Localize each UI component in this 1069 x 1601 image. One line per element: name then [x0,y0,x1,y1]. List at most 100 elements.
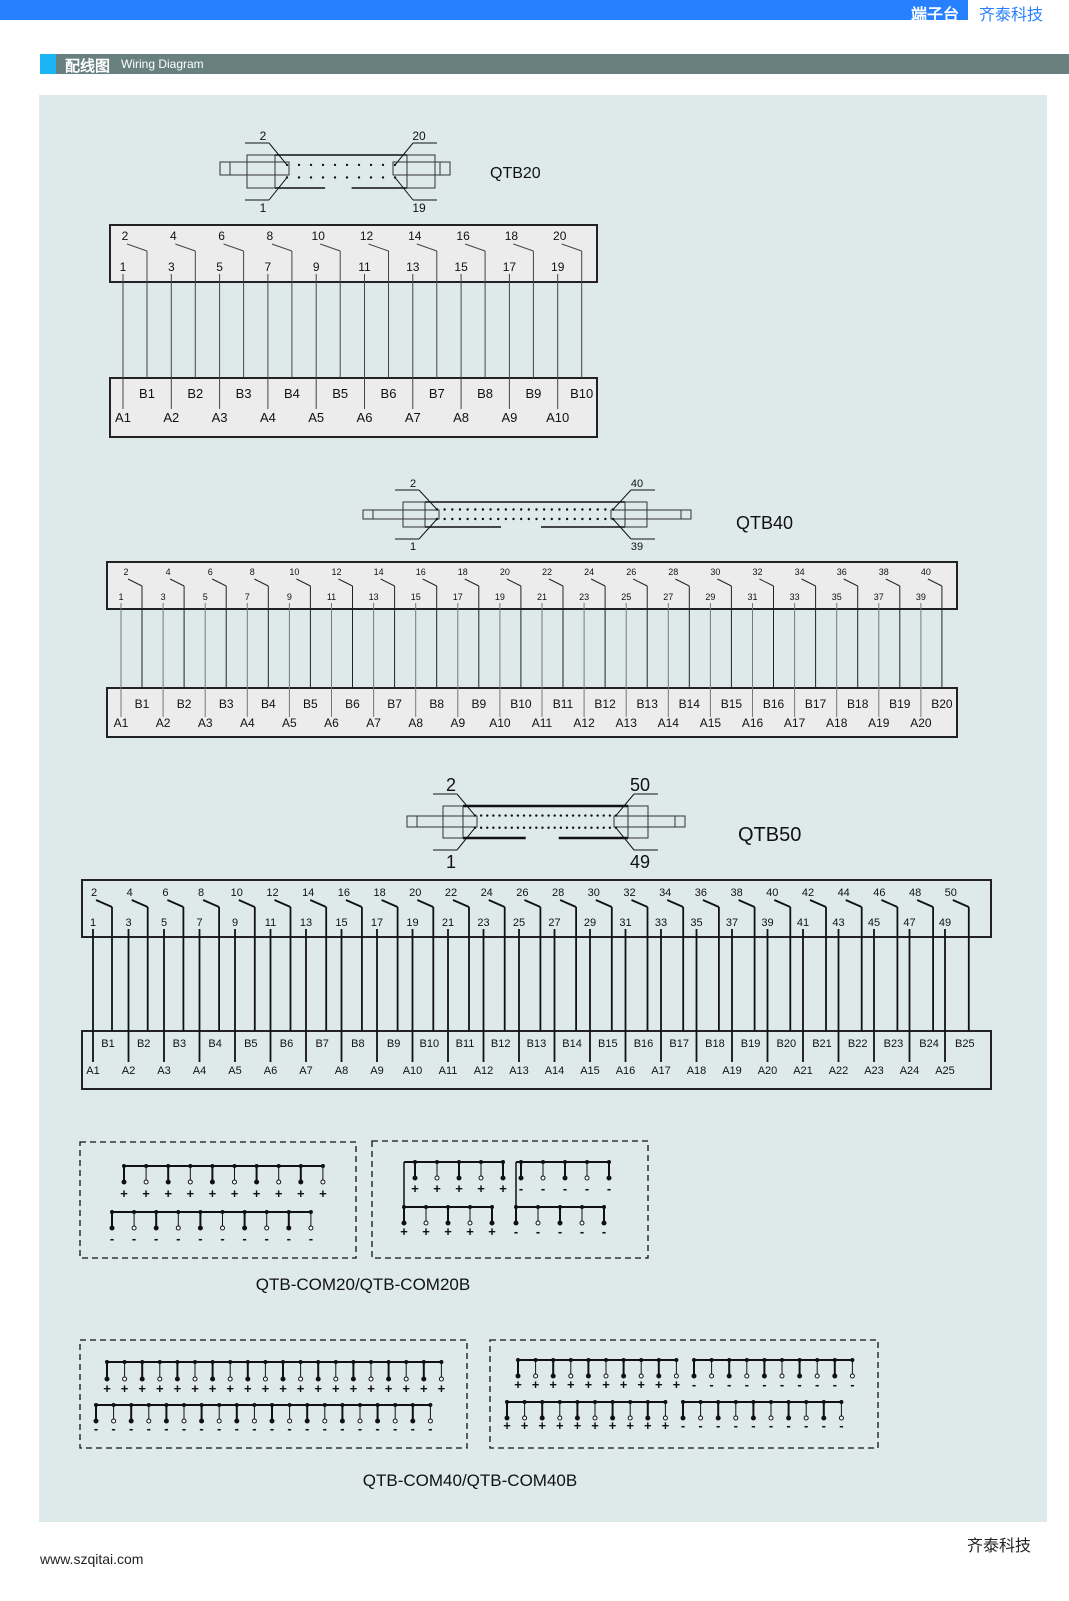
pin-dot [571,814,575,817]
header-box [81,879,992,938]
pin-label-last-odd: 19 [412,201,426,215]
pin-number-even: 26 [626,567,636,577]
pin-dot [558,517,561,521]
plus-sign: + [350,1381,358,1396]
com40-caption: QTB-COM40/QTB-COM40B [363,1471,577,1490]
pin-dot [559,826,563,829]
plus-sign: + [332,1381,340,1396]
pin-number-even: 42 [802,887,814,899]
pin-number-odd: 39 [761,917,773,929]
terminal-point [111,1418,117,1424]
minus-sign: - [709,1377,713,1392]
terminal-label-a: A13 [509,1065,529,1077]
terminal-label-b: B11 [553,697,574,711]
pin-dot [550,517,553,521]
terminal-label-b: B8 [351,1038,364,1050]
pin-dot [466,508,469,511]
connector-right-latch [627,805,649,839]
pin-number-even: 16 [456,229,470,243]
terminal-label-b: B18 [847,697,869,711]
terminal-label-b: B6 [381,386,397,401]
pin-dot [479,814,483,817]
terminal-label-a: A11 [532,716,553,730]
pin-dot [527,517,531,521]
plus-sign: + [514,1377,522,1392]
pin-dot [497,508,500,511]
com20b-split: +++++-----+++++----- [400,1160,612,1239]
terminal-box [109,377,598,438]
pin-number-even: 6 [208,567,213,577]
terminal-point [500,1175,506,1181]
terminal-point [269,1418,275,1424]
plus-sign: + [574,1418,582,1433]
terminal-point [109,1225,115,1231]
terminal-label-b: B19 [889,697,911,711]
pin-leader [927,578,943,587]
pin-number-even: 28 [668,567,678,577]
terminal-label-a: A24 [900,1065,920,1077]
terminal-point [209,1179,215,1185]
minus-sign: - [804,1418,808,1433]
terminal-label-b: B7 [387,697,402,711]
pin-number-odd: 23 [477,917,489,929]
terminal-point [412,1175,418,1181]
pin-dot [535,814,538,817]
pin-dot [581,517,584,521]
section-marker [40,54,56,74]
pin-number-even: 36 [695,887,707,899]
terminal-label-a: A3 [212,410,228,425]
plus-sign: + [673,1377,681,1392]
terminal-point [445,1220,451,1226]
terminal-point [308,1225,314,1231]
pin-label-first-odd: 1 [260,201,267,215]
header-box [106,561,958,610]
brand-name: 齐泰科技 [978,5,1043,24]
minus-sign: - [94,1421,98,1436]
terminal-point [181,1418,187,1424]
pin-dot [443,508,446,511]
terminal-label-b: B4 [208,1038,221,1050]
pin-leader [666,899,684,908]
pin-number-even: 24 [481,887,493,899]
com20b-box [371,1140,649,1259]
terminal-point [192,1376,198,1382]
pin-label-first-even: 2 [260,129,267,143]
pin-number-even: 12 [360,229,374,243]
minus-sign: - [780,1377,784,1392]
pin-leader [759,578,774,587]
terminal-label-a: A22 [829,1065,849,1077]
pin-number-even: 2 [91,887,97,899]
pin-leader [561,243,582,252]
pin-number-odd: 7 [245,592,250,602]
pin-leader [296,578,311,587]
plus-sign: + [637,1377,645,1392]
pin-dot [547,814,550,817]
minus-sign: - [375,1421,379,1436]
footer-url[interactable]: www.szqitai.com [40,1551,144,1567]
pin-dot [504,826,507,829]
terminal-point [456,1175,462,1181]
terminal-point [606,1175,612,1181]
minus-sign: - [681,1418,685,1433]
plus-sign: + [444,1224,452,1239]
plus-sign: + [549,1377,557,1392]
pin-number-even: 18 [505,229,519,243]
minus-sign: - [305,1421,309,1436]
minus-sign: - [762,1377,766,1392]
pin-number-odd: 7 [196,917,202,929]
pin-dot [458,517,462,521]
plus-sign: + [209,1186,217,1201]
pin-number-odd: 1 [120,260,127,274]
pin-number-odd: 49 [939,917,951,929]
pin-number-even: 38 [879,567,889,577]
pin-dot [522,814,526,817]
terminal-label-a: A12 [474,1065,494,1077]
pin-number-odd: 19 [406,917,418,929]
minus-sign: - [716,1418,720,1433]
terminal-point [786,1415,792,1421]
terminal-label-b: B9 [525,386,541,401]
pin-number-even: 2 [123,567,128,577]
terminal-point [199,1418,205,1424]
terminal-point [128,1418,134,1424]
